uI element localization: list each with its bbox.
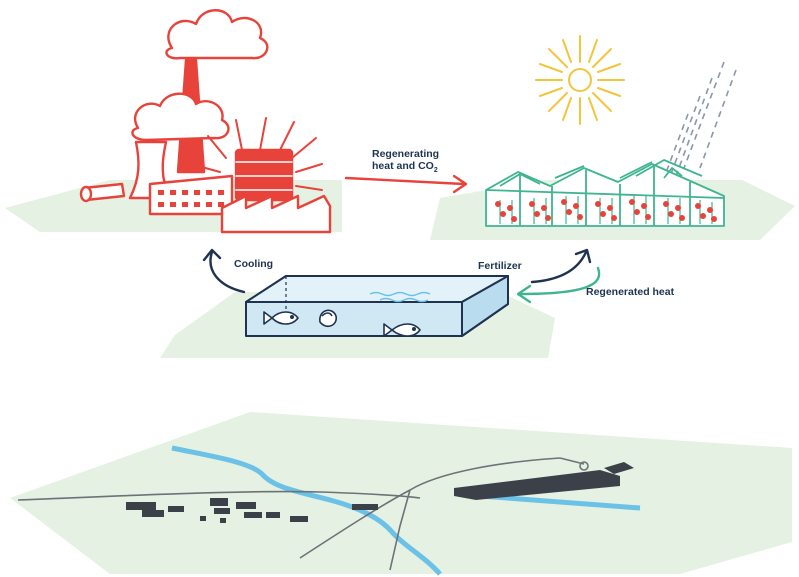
co2-subscript: 2 <box>433 167 438 175</box>
cooling-arrow <box>202 248 246 294</box>
site-map <box>17 445 641 576</box>
sun-icon <box>535 35 625 125</box>
river <box>171 445 442 576</box>
factory-icon <box>79 9 332 234</box>
fish-icon <box>263 309 421 337</box>
fish-tank-icon <box>245 275 509 337</box>
roads <box>17 457 589 571</box>
tomato-plants <box>495 196 717 224</box>
fertilizer-label: Fertilizer <box>478 260 522 272</box>
fertilizer-arrow <box>530 248 592 284</box>
regenerating-label-line2: heat and CO2 <box>372 160 439 177</box>
regenerating-arrow <box>344 174 468 194</box>
regenerating-label-line1: Regenerating <box>372 148 440 160</box>
cooling-label: Cooling <box>234 258 274 270</box>
regenerating-label-prefix: heat and CO <box>372 160 434 172</box>
buildings <box>126 462 634 523</box>
regenerated-heat-arrow <box>516 266 601 304</box>
regenerating-label: Regenerating heat and CO2 <box>372 148 439 177</box>
regenerated-heat-label: Regenerated heat <box>586 286 675 298</box>
rain-icon <box>663 61 737 183</box>
map-ground <box>10 412 792 574</box>
